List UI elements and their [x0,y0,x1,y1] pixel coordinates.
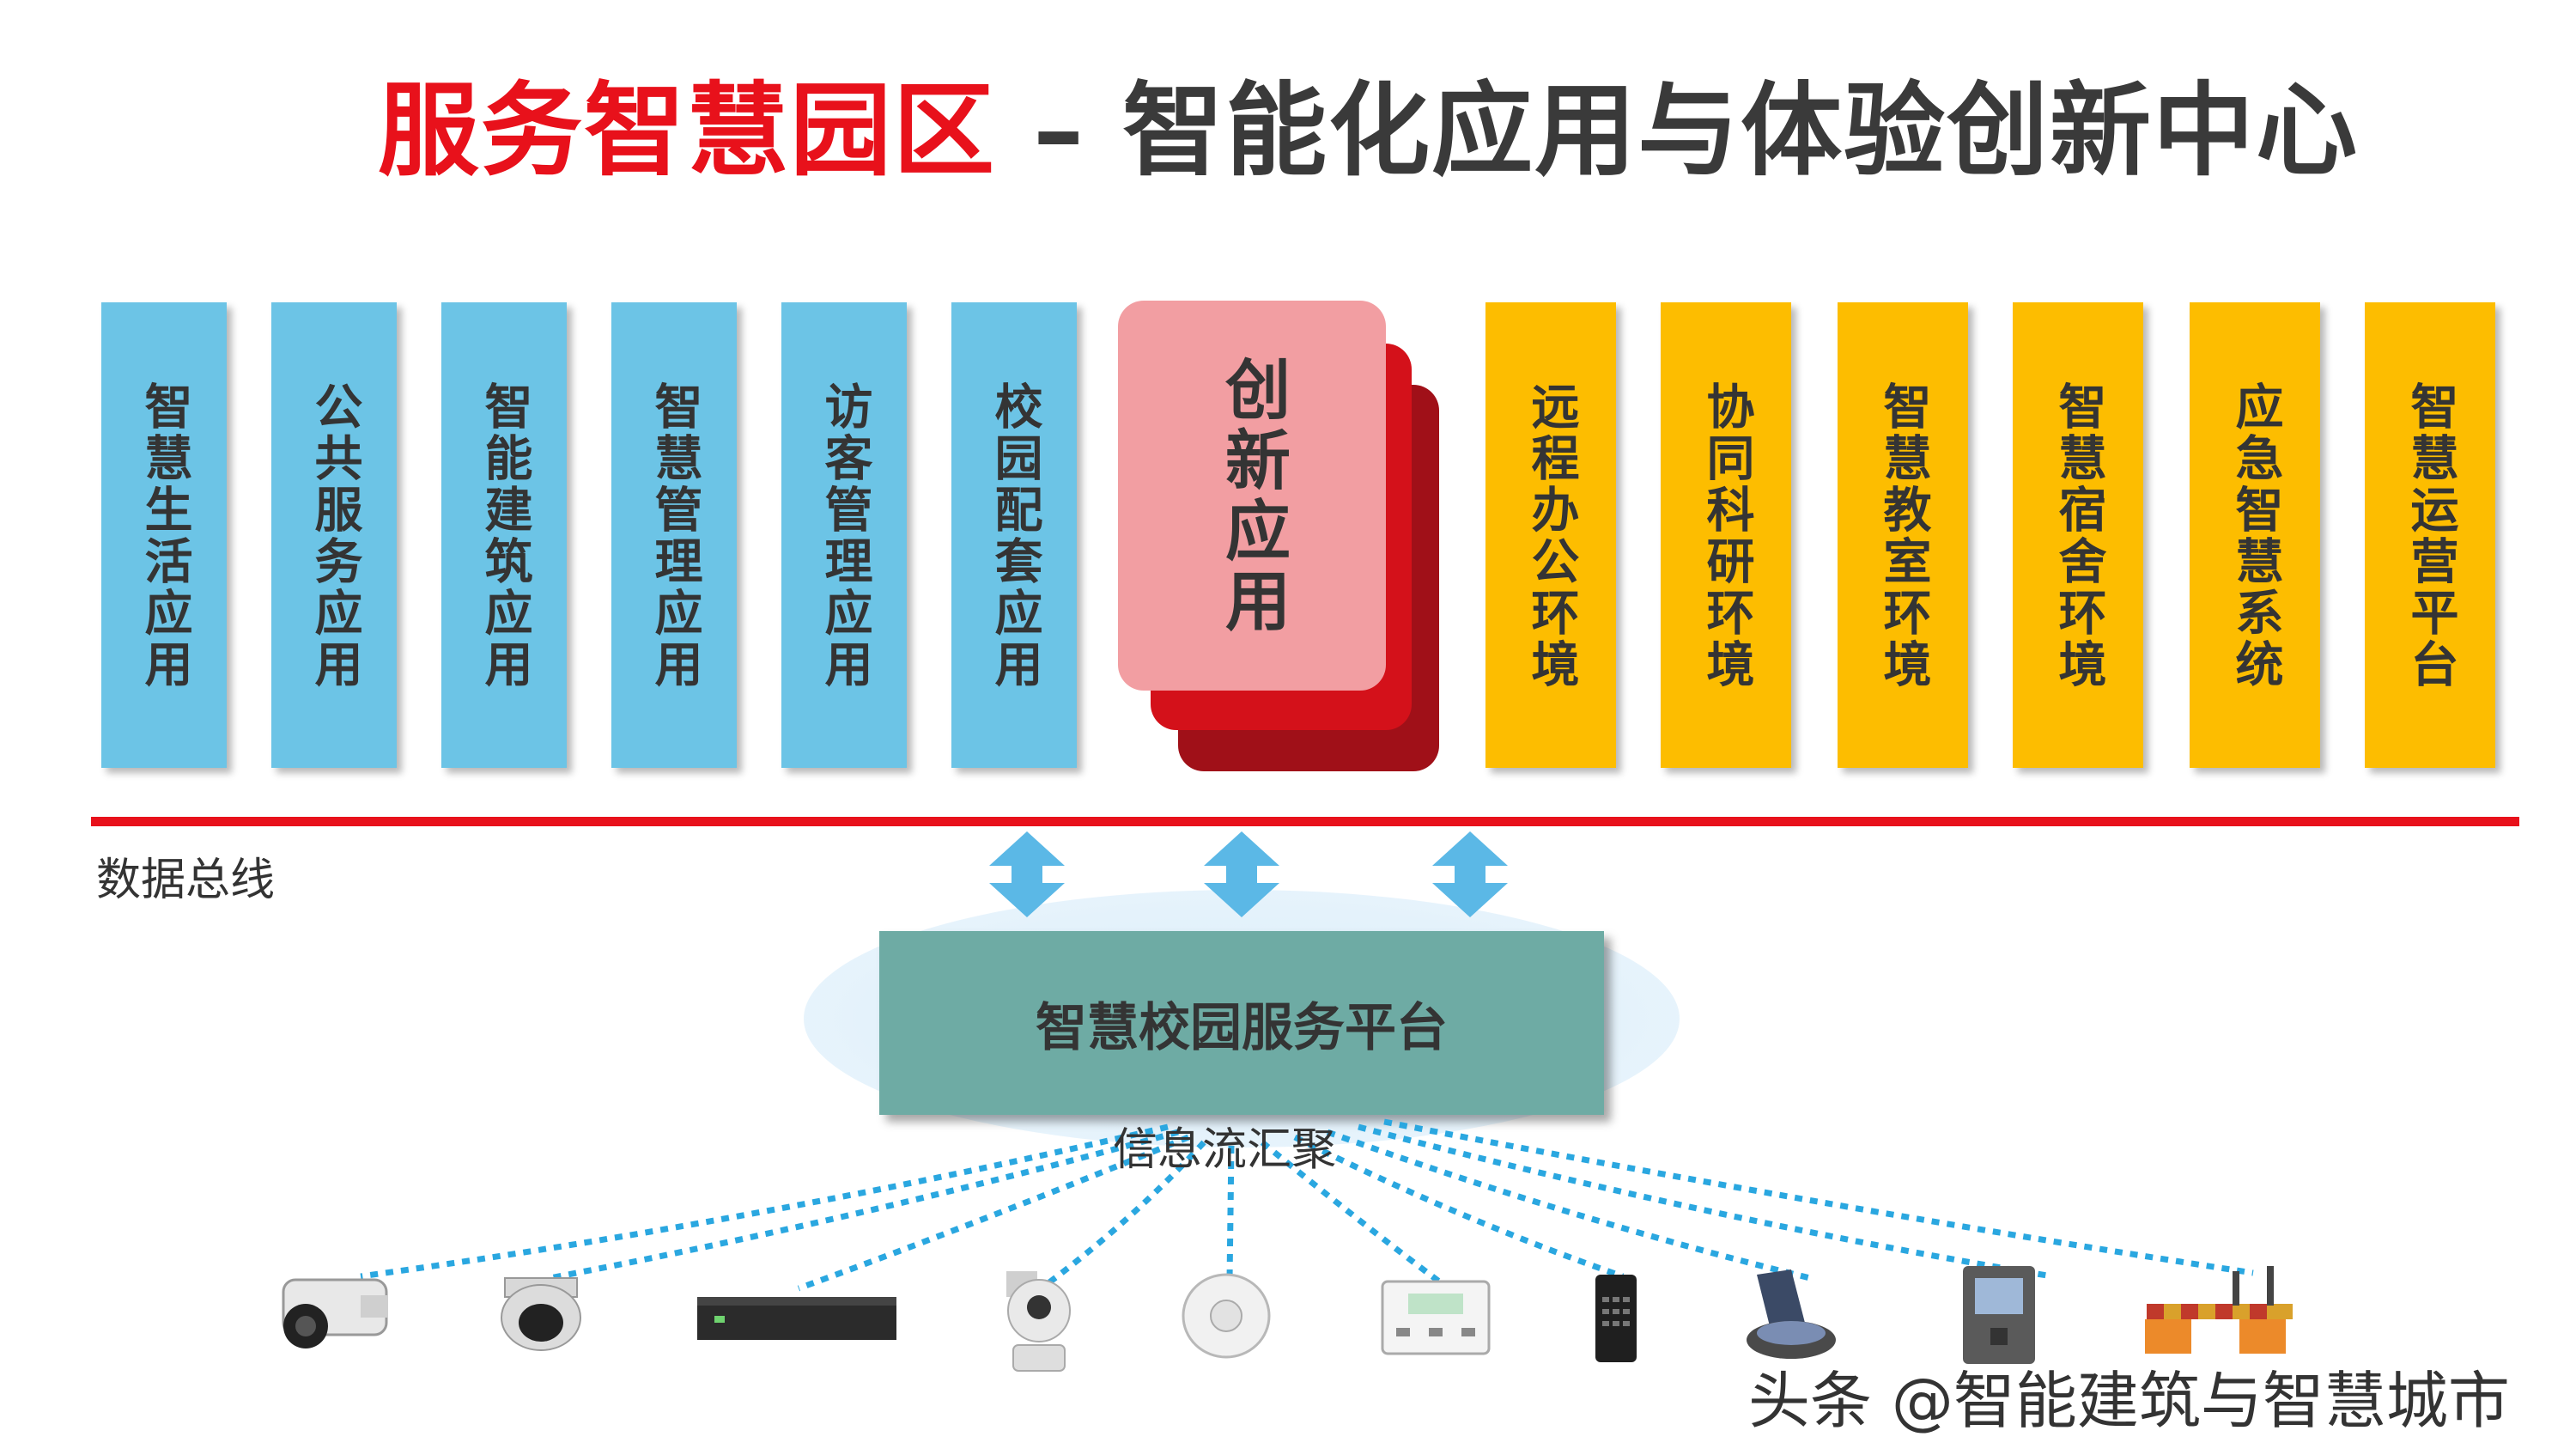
env-column-2: 协同科研环境 [1661,302,1791,768]
network-video-recorder-icon [697,1297,896,1340]
app-column-4: 智慧管理应用 [611,302,737,768]
ptz-camera-icon [1006,1271,1071,1372]
app-column-label: 校园配套应用 [987,381,1042,691]
flow-line [360,1123,1169,1280]
page-title: 服务智慧园区 – 智能化应用与体验创新中心 [378,70,2359,192]
env-column-3: 智慧教室环境 [1838,302,1968,768]
watermark-text: 头条 @智能建筑与智慧城市 [1748,1365,2510,1437]
double-arrow-icon [989,831,1065,917]
env-column-label: 应急智慧系统 [2227,381,2283,691]
env-column-label: 协同科研环境 [1698,381,1754,691]
app-column-label: 访客管理应用 [817,381,872,691]
env-column-label: 智慧运营平台 [2403,381,2458,691]
thermostat-panel-icon [1381,1280,1491,1355]
service-platform-label: 智慧校园服务平台 [1036,997,1448,1058]
bullet-camera-icon [282,1278,388,1348]
smoke-detector-icon [1182,1273,1271,1359]
info-flow-label: 信息流汇聚 [1113,1124,1337,1176]
flow-line [1358,1123,2053,1280]
app-column-6: 校园配套应用 [951,302,1077,768]
parking-barrier-gate-icon [2145,1266,2293,1354]
data-bus-line [91,817,2519,826]
app-column-2: 公共服务应用 [271,302,397,768]
flow-line [1293,1134,1625,1280]
app-column-label: 智慧管理应用 [647,381,702,691]
flow-line [1226,1145,1235,1281]
env-column-4: 智慧宿舍环境 [2013,302,2143,768]
flow-line [1383,1118,2254,1276]
env-column-1: 远程办公环境 [1485,302,1616,768]
double-arrow-icon [1432,831,1508,917]
title-highlight: 服务智慧园区 [378,71,997,190]
env-column-label: 智慧教室环境 [1875,381,1931,691]
env-column-6: 智慧运营平台 [2365,302,2495,768]
access-keypad-icon [1595,1275,1637,1362]
app-column-label: 公共服务应用 [307,381,362,691]
env-column-5: 应急智慧系统 [2190,302,2320,768]
env-column-label: 智慧宿舍环境 [2050,381,2106,691]
data-bus-label: 数据总线 [96,855,276,906]
app-column-1: 智慧生活应用 [101,302,227,768]
flow-line [797,1134,1190,1292]
title-rest: – 智能化应用与体验创新中心 [996,71,2360,190]
app-column-3: 智能建筑应用 [441,302,567,768]
double-arrow-icon [1204,831,1279,917]
flow-line [1326,1129,1811,1281]
dome-camera-icon [501,1277,581,1351]
app-column-5: 访客管理应用 [781,302,907,768]
app-column-label: 智能建筑应用 [477,381,532,691]
door-intercom-icon [1963,1266,2035,1364]
service-platform-box: 智慧校园服务平台 [879,931,1604,1115]
env-column-label: 远程办公环境 [1523,381,1579,691]
innovation-card-label: 创新应用 [1214,356,1291,637]
flow-line [1043,1140,1206,1288]
innovation-card: 创新应用 [1118,301,1386,691]
flow-line [549,1129,1179,1281]
app-column-label: 智慧生活应用 [137,381,192,691]
card-reader-icon [1747,1269,1836,1359]
